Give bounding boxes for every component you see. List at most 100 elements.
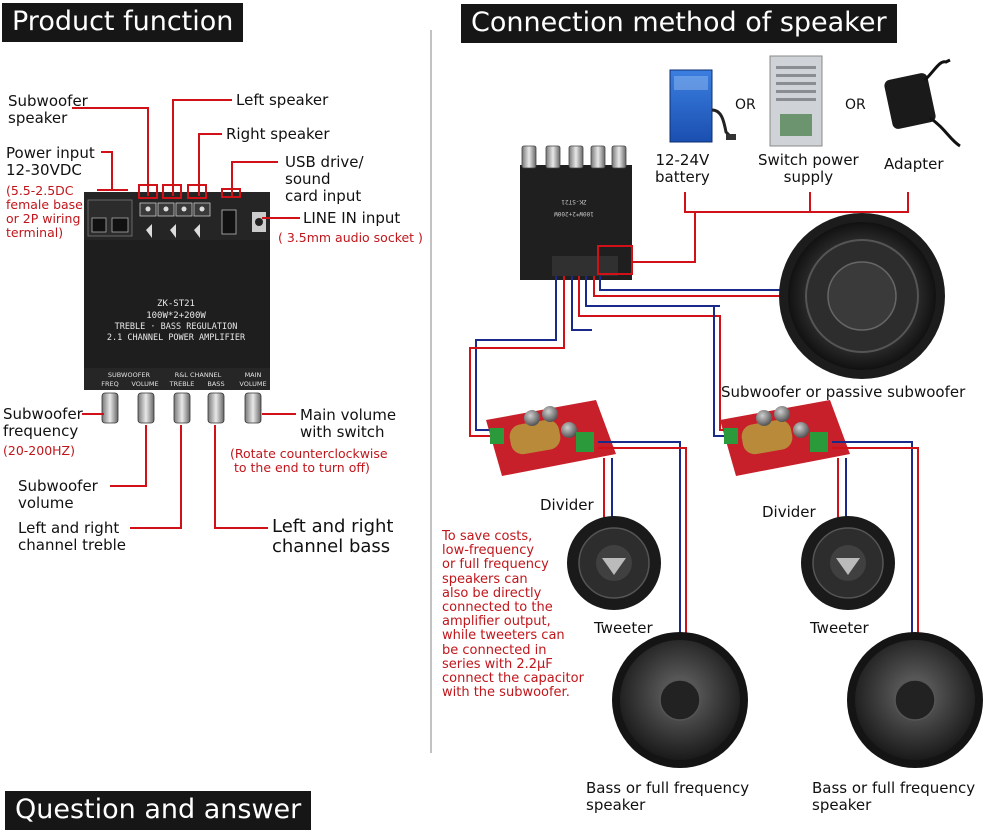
label-line: Left and right (272, 516, 394, 537)
divider-1-image (486, 400, 616, 476)
note-line: connected to the (442, 600, 553, 616)
note-line: speakers can (442, 571, 528, 587)
label-power-input: Power input 12-30VDC (6, 145, 95, 179)
label-adapter: Adapter (884, 155, 944, 173)
label-line: Switch power (758, 151, 859, 169)
label-line-in: LINE IN input (303, 209, 401, 227)
board-line3-text: TREBLE · BASS REGULATION (115, 322, 238, 332)
amplifier-board-left: ZK-ST21 100W*2+200W TREBLE · BASS REGULA… (84, 192, 270, 424)
main-volume-note: (Rotate counterclockwise to the end to t… (230, 447, 388, 475)
knob-freq-label: FREQ (101, 380, 118, 388)
bass-speaker-2-image (847, 632, 983, 768)
label-line: 12-30VDC (6, 161, 82, 179)
label-battery: 12-24V battery (655, 152, 710, 186)
label-switch-power: Switch power supply (758, 152, 859, 186)
note-line: connect the capacitor (442, 671, 584, 687)
label-usb-input: USB drive/ sound card input (285, 154, 364, 205)
label-line: Bass or full frequency (812, 779, 976, 797)
cost-saving-note: To save costs, low-frequency or full fre… (442, 529, 584, 701)
label-main-volume: Main volume with switch (300, 407, 396, 441)
label-line: frequency (3, 422, 79, 440)
svg-text:ZK-ST21: ZK-ST21 (561, 198, 587, 205)
label-line: Bass or full frequency (586, 779, 750, 797)
label-bass-speaker-2: Bass or full frequency speaker (812, 780, 975, 814)
board-section-main: MAIN (245, 371, 262, 379)
label-divider-2: Divider (762, 503, 816, 521)
label-line: battery (655, 168, 710, 186)
label-line: 12-24V (655, 151, 710, 169)
label-line: USB drive/ (285, 153, 364, 171)
tweeter-1-image (567, 516, 661, 610)
speaker-wires (469, 276, 790, 437)
knob-main-volume (244, 392, 262, 424)
label-line: Left and right (18, 519, 120, 537)
note-line: (5.5-2.5DC (6, 183, 74, 198)
line-in-note: ( 3.5mm audio socket ) (278, 230, 423, 245)
knob-bass (207, 392, 225, 424)
power-wires (632, 192, 909, 263)
label-left-speaker: Left speaker (236, 91, 329, 109)
bass-speaker-1-image (612, 632, 748, 768)
label-tweeter-1: Tweeter (594, 619, 653, 637)
label-bass-speaker-1: Bass or full frequency speaker (586, 780, 749, 814)
note-line: female base (6, 197, 83, 212)
power-input-note: (5.5-2.5DC female base or 2P wiring term… (6, 184, 83, 240)
note-line: (Rotate counterclockwise (230, 446, 388, 461)
note-line: with the subwoofer. (442, 685, 570, 701)
label-subwoofer-speaker: Subwoofer speaker (8, 93, 88, 127)
label-treble: Left and right channel treble (18, 520, 126, 554)
label-line: Subwoofer (8, 92, 88, 110)
knob-treble (173, 392, 191, 424)
left-callout-lines (72, 99, 300, 529)
label-line: channel treble (18, 536, 126, 554)
note-line: amplifier output, (442, 614, 551, 630)
label-line: Subwoofer (3, 405, 83, 423)
knob-volume-label: VOLUME (131, 380, 158, 388)
label-subwoofer: Subwoofer or passive subwoofer (721, 383, 966, 401)
knobs (101, 392, 262, 424)
board-line4-text: 2.1 CHANNEL POWER AMPLIFIER (107, 333, 246, 343)
label-tweeter-2: Tweeter (810, 619, 869, 637)
label-line: speaker (812, 796, 872, 814)
board-section-subwoofer: SUBWOOFER (108, 371, 151, 379)
label-bass: Left and right channel bass (272, 517, 393, 557)
note-line: or 2P wiring (6, 211, 81, 226)
label-line: Main volume (300, 406, 397, 424)
product-function-header: Product function (2, 3, 244, 42)
label-line: Power input (6, 144, 95, 162)
label-line: sound (285, 170, 331, 188)
switch-power-supply-image (769, 55, 823, 147)
label-line: speaker (586, 796, 646, 814)
label-line: Subwoofer (18, 477, 98, 495)
knob-bass-label: BASS (207, 380, 224, 388)
label-line: volume (18, 494, 74, 512)
note-line: low-frequency (442, 543, 535, 559)
battery-image (669, 69, 736, 143)
board-power-text: 100W*2+200W (146, 311, 206, 321)
knob-sub-volume (137, 392, 155, 424)
divider-2-image (720, 400, 850, 476)
knob-treble-label: TREBLE (169, 380, 195, 388)
question-answer-header: Question and answer (5, 791, 312, 830)
note-line: series with 2.2μF (442, 656, 553, 672)
knob-main-volume-label: VOLUME (239, 380, 266, 388)
adapter-image (884, 58, 961, 148)
note-line: be connected in (442, 642, 547, 658)
connection-method-header: Connection method of speaker (461, 4, 897, 43)
svg-text:100W*2+200W: 100W*2+200W (554, 210, 594, 217)
label-line: speaker (8, 109, 68, 127)
note-line: terminal) (6, 225, 64, 240)
note-line: To save costs, (442, 529, 533, 544)
subwoofer-image (779, 213, 945, 379)
note-line: or full frequency (442, 557, 549, 573)
board-section-rl: R&L CHANNEL (175, 371, 222, 379)
label-or-1: OR (735, 97, 756, 113)
label-line: card input (285, 187, 362, 205)
amplifier-board-right: ZK-ST21 100W*2+200W (520, 145, 633, 280)
label-line: channel bass (272, 536, 391, 557)
label-sub-volume: Subwoofer volume (18, 478, 98, 512)
label-right-speaker: Right speaker (226, 125, 330, 143)
label-line: with switch (300, 423, 385, 441)
tweeter-2-image (801, 516, 895, 610)
